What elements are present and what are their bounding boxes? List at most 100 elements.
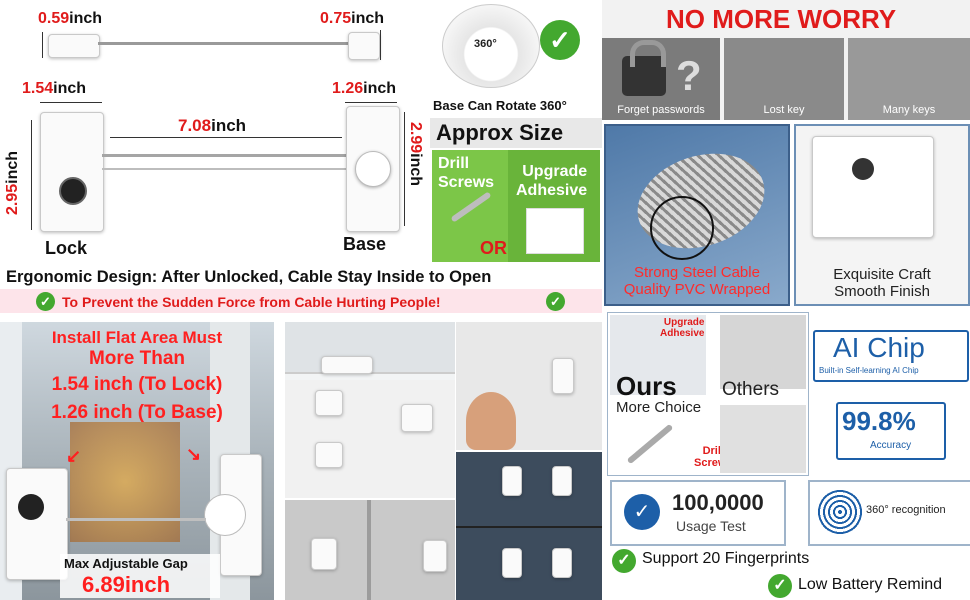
- base-knob: [204, 494, 246, 536]
- base-side-view: [348, 32, 380, 60]
- upgrade-adhesive-label: Upgrade Adhesive: [516, 163, 588, 199]
- steel-cable-panel: Strong Steel Cable Quality PVC Wrapped: [604, 124, 790, 306]
- or-label: OR: [480, 238, 507, 258]
- ours-photo: [610, 315, 706, 395]
- install-line-1: Install Flat Area Must: [51, 328, 223, 347]
- check-icon: ✓: [612, 549, 636, 573]
- installed-cable: [66, 518, 206, 521]
- cable-side-view: [98, 42, 348, 45]
- ours-label: Ours: [616, 371, 677, 401]
- craft-caption: Exquisite Craft Smooth Finish: [833, 266, 931, 300]
- lock-on-door: [552, 358, 574, 394]
- red-arrow-icon: ↙: [66, 446, 82, 466]
- caption-lost-key: Lost key: [763, 104, 805, 116]
- feature-low-battery: Low Battery Remind: [798, 576, 943, 593]
- many-keys-photo: [848, 38, 970, 120]
- ergonomic-title: Ergonomic Design: After Unlocked, Cable …: [6, 268, 492, 286]
- no-more-worry-panel: NO MORE WORRY ? Forget passwords Lost ke…: [602, 0, 970, 120]
- cable-highlight-circle: [650, 196, 714, 260]
- base-width-label: 1.26inch: [332, 80, 397, 97]
- lock-on-window: [321, 356, 373, 374]
- lock-closeup-image: [812, 136, 934, 238]
- lock-on-cabinet: [315, 390, 343, 416]
- ours-upgrade-label: Upgrade Adhesive: [660, 317, 705, 339]
- gap-label-box: [60, 554, 220, 598]
- usage-test-badge: ✓ 100,0000 Usage Test: [610, 480, 786, 546]
- lock-depth-label: 0.59inch: [38, 10, 103, 27]
- rotate-panel: 360° ✓ Base Can Rotate 360°: [430, 0, 602, 118]
- cable-caption: Strong Steel Cable Quality PVC Wrapped: [623, 264, 771, 298]
- lock-front-view: [40, 112, 104, 232]
- child-image: [466, 392, 516, 450]
- question-mark-icon: ?: [676, 52, 702, 99]
- usage-photo-drawers: [456, 452, 602, 600]
- usage-photo-fridge: [285, 500, 455, 600]
- cable-front-view: [102, 154, 358, 157]
- more-choice-label: More Choice: [616, 399, 702, 416]
- dimensions-panel: 0.59inch 0.75inch 1.54inch 1.26inch 7.08…: [0, 0, 430, 262]
- lock-width-label: 1.54inch: [22, 80, 87, 97]
- ai-chip-badge: AI Chip Built-in Self-learning AI Chip: [813, 330, 969, 382]
- red-arrow-icon: ↘: [186, 444, 202, 464]
- exquisite-craft-panel: Exquisite Craft Smooth Finish: [794, 124, 970, 306]
- lock-on-drawer: [552, 548, 572, 578]
- fingerprint-sensor-icon: [59, 177, 87, 205]
- caption-forget-passwords: Forget passwords: [617, 104, 705, 116]
- cable-front-view-2: [102, 168, 358, 170]
- lock-on-cabinet: [401, 404, 433, 432]
- lock-on-drawer: [552, 466, 572, 496]
- accuracy-badge: 99.8% Accuracy: [836, 402, 946, 460]
- ergonomic-pink-band: [0, 289, 602, 313]
- usage-photo-child: [456, 322, 602, 450]
- feature-fingerprints: Support 20 Fingerprints: [642, 550, 810, 567]
- rotate-caption: Base Can Rotate 360°: [433, 98, 567, 113]
- ai-chip-title: AI Chip: [833, 332, 925, 363]
- drill-screws-label: Drill Screws: [438, 155, 495, 191]
- check-icon: ✓: [540, 20, 580, 60]
- lock-on-cabinet: [315, 442, 343, 468]
- drill-screw-icon: [626, 423, 674, 465]
- recognition-label: 360° recognition: [866, 504, 946, 516]
- ai-chip-subtitle: Built-in Self-learning AI Chip: [819, 366, 919, 375]
- fingerprint-sensor-icon: [18, 494, 44, 520]
- ergonomic-subtitle: To Prevent the Sudden Force from Cable H…: [62, 294, 441, 310]
- no-more-worry-title: NO MORE WORRY: [666, 4, 897, 34]
- comparison-panel: Upgrade Adhesive Ours More Choice Drill …: [607, 312, 809, 476]
- gap-label: Max Adjustable Gap: [64, 556, 188, 571]
- padlock-photo: ?: [602, 38, 720, 120]
- usage-test-value: 100,0000: [672, 490, 764, 515]
- base-knob: [355, 151, 391, 187]
- cable-length-label: 7.08inch: [178, 116, 247, 135]
- accuracy-value: 99.8%: [842, 406, 916, 436]
- usage-test-label: Usage Test: [676, 518, 746, 534]
- fingerprint-icon: [816, 488, 864, 536]
- lock-installed-image: [6, 468, 68, 580]
- check-icon: ✓: [36, 292, 55, 311]
- rotate-base-image: [442, 4, 540, 88]
- others-photo-bottom: [720, 405, 806, 473]
- others-photo-top: [720, 315, 806, 389]
- lock-on-drawer: [502, 466, 522, 496]
- install-line-2: More Than: [88, 348, 186, 369]
- lock-label: Lock: [45, 238, 88, 258]
- adhesive-pad-icon: [526, 208, 584, 254]
- accuracy-label: Accuracy: [870, 440, 912, 451]
- lock-height-label: 2.95inch: [4, 150, 21, 215]
- base-label: Base: [343, 234, 387, 254]
- recognition-badge: 360° recognition: [808, 480, 970, 546]
- lock-on-drawer: [502, 548, 522, 578]
- check-icon: ✓: [546, 292, 565, 311]
- check-icon: ✓: [768, 574, 792, 598]
- base-depth-label: 0.75inch: [320, 10, 385, 27]
- lock-on-fridge: [423, 540, 447, 572]
- install-line-3: 1.54 inch (To Lock): [51, 374, 223, 395]
- base-height-label: 2.99inch: [407, 122, 424, 187]
- caption-many-keys: Many keys: [882, 104, 936, 116]
- medal-icon: ✓: [624, 494, 660, 530]
- lost-key-photo: [724, 38, 844, 120]
- fingerprint-sensor-icon: [852, 158, 874, 180]
- rotate-badge: 360°: [474, 38, 497, 50]
- lock-side-view: [48, 34, 100, 58]
- approx-size-title: Approx Size: [436, 120, 564, 145]
- base-front-view: [346, 106, 400, 232]
